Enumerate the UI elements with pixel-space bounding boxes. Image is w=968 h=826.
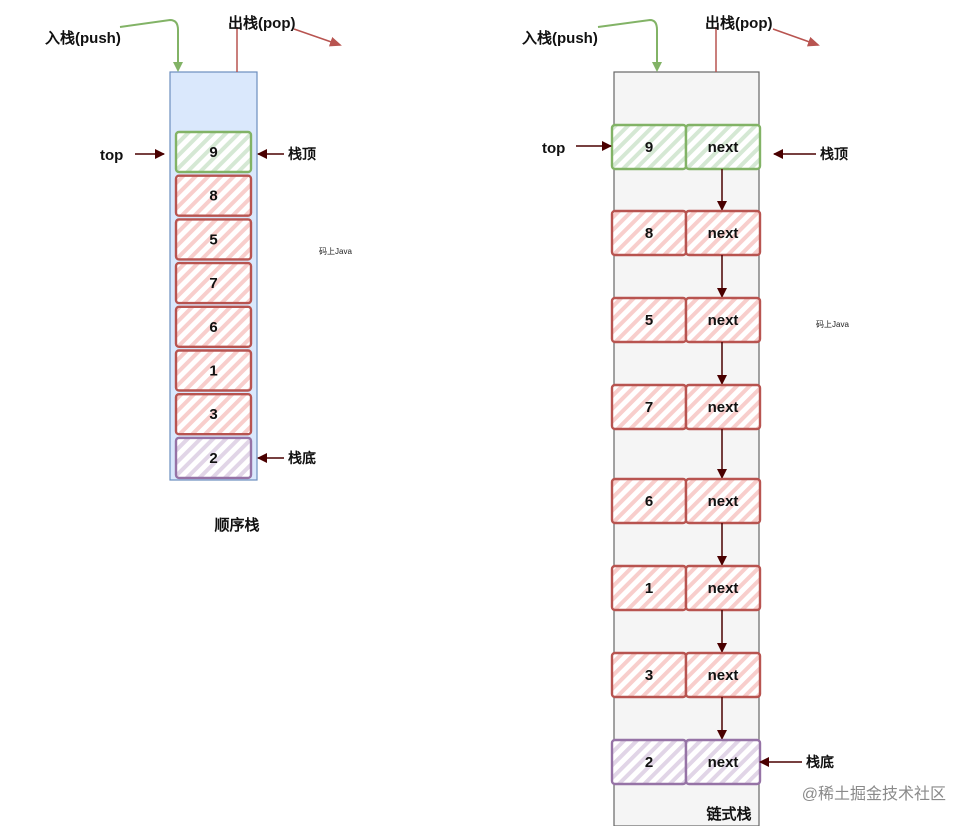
- linked-node-value-7: 2: [645, 754, 653, 771]
- linked-node-value-0: 9: [645, 139, 653, 156]
- linked-node-next-label-3: next: [708, 399, 739, 416]
- seq-stack-cells: 9 8 5 7 6 1 3 2: [174, 130, 253, 480]
- seq-watermark: 码上Java: [319, 247, 352, 256]
- seq-cell-7: [174, 436, 253, 480]
- seq-pop-label: 出栈(pop): [228, 14, 295, 32]
- seq-cell-value-3: 7: [209, 275, 217, 292]
- linked-top-marker: 栈顶: [820, 146, 848, 162]
- seq-cell-4: [174, 305, 253, 348]
- linked-node-value-2: 5: [645, 312, 653, 329]
- seq-top-marker: 栈顶: [288, 146, 316, 162]
- linked-node-next-label-7: next: [708, 754, 739, 771]
- linked-node-value-5: 1: [645, 580, 653, 597]
- linked-node-next-label-1: next: [708, 225, 739, 242]
- seq-cell-1: [174, 174, 253, 217]
- linked-watermark: 码上Java: [816, 320, 849, 329]
- linked-node-next-label-0: next: [708, 139, 739, 156]
- seq-cell-value-7: 2: [209, 450, 217, 467]
- seq-cell-2: [174, 218, 253, 261]
- seq-bottom-marker: 栈底: [288, 450, 316, 466]
- linked-pop-label: 出栈(pop): [705, 14, 772, 32]
- linked-node-next-box-6: [684, 651, 762, 699]
- seq-cell-value-5: 1: [209, 363, 217, 380]
- linked-node-value-1: 8: [645, 225, 653, 242]
- seq-cell-value-4: 6: [209, 319, 217, 336]
- linked-node-value-6: 3: [645, 667, 653, 684]
- linked-node-value-4: 6: [645, 493, 653, 510]
- seq-stack: 9 8 5 7 6 1 3 2 入栈(push) 出栈(pop) top 栈顶 栈底 码上Ja…: [45, 14, 352, 534]
- linked-node-next-label-5: next: [708, 580, 739, 597]
- seq-cell-value-6: 3: [209, 406, 217, 423]
- linked-node-next-label-4: next: [708, 493, 739, 510]
- seq-cell-3: [174, 261, 253, 305]
- linked-caption: 链式栈: [706, 805, 751, 823]
- linked-stack-container: [613, 71, 760, 826]
- seq-push-arrow: [119, 18, 183, 72]
- linked-node-next-box-1: [684, 209, 762, 257]
- linked-bottom-marker: 栈底: [806, 754, 834, 770]
- linked-push-label: 入栈(push): [522, 29, 598, 47]
- linked-push-arrow: [597, 18, 662, 72]
- linked-node-next-label-6: next: [708, 667, 739, 684]
- seq-caption: 顺序栈: [214, 516, 259, 534]
- seq-cell-5: [174, 349, 253, 392]
- seq-push-label: 入栈(push): [45, 29, 121, 47]
- footer-watermark: @稀土掘金技术社区: [802, 785, 946, 803]
- seq-cell-value-0: 9: [209, 144, 217, 161]
- seq-top-label: top: [100, 147, 123, 164]
- linked-node-next-label-2: next: [708, 312, 739, 329]
- linked-node-next-box-0: [684, 123, 762, 171]
- linked-top-label: top: [542, 140, 565, 157]
- seq-pop-arrow: [293, 28, 342, 47]
- linked-node-value-3: 7: [645, 399, 653, 416]
- linked-node-next-box-5: [684, 564, 762, 612]
- linked-pop-arrow: [772, 28, 820, 47]
- seq-cell-value-2: 5: [209, 231, 217, 248]
- seq-cell-0: [174, 130, 253, 174]
- linked-node-next-box-3: [684, 383, 762, 431]
- linked-node-next-box-2: [684, 296, 762, 344]
- seq-cell-value-1: 8: [209, 188, 217, 205]
- seq-cell-6: [174, 393, 253, 436]
- linked-node-next-box-4: [684, 477, 762, 525]
- linked-stack: 9 next 8 next 5 next 7 next 6 next 1 next 3 next 2 next…: [522, 14, 849, 826]
